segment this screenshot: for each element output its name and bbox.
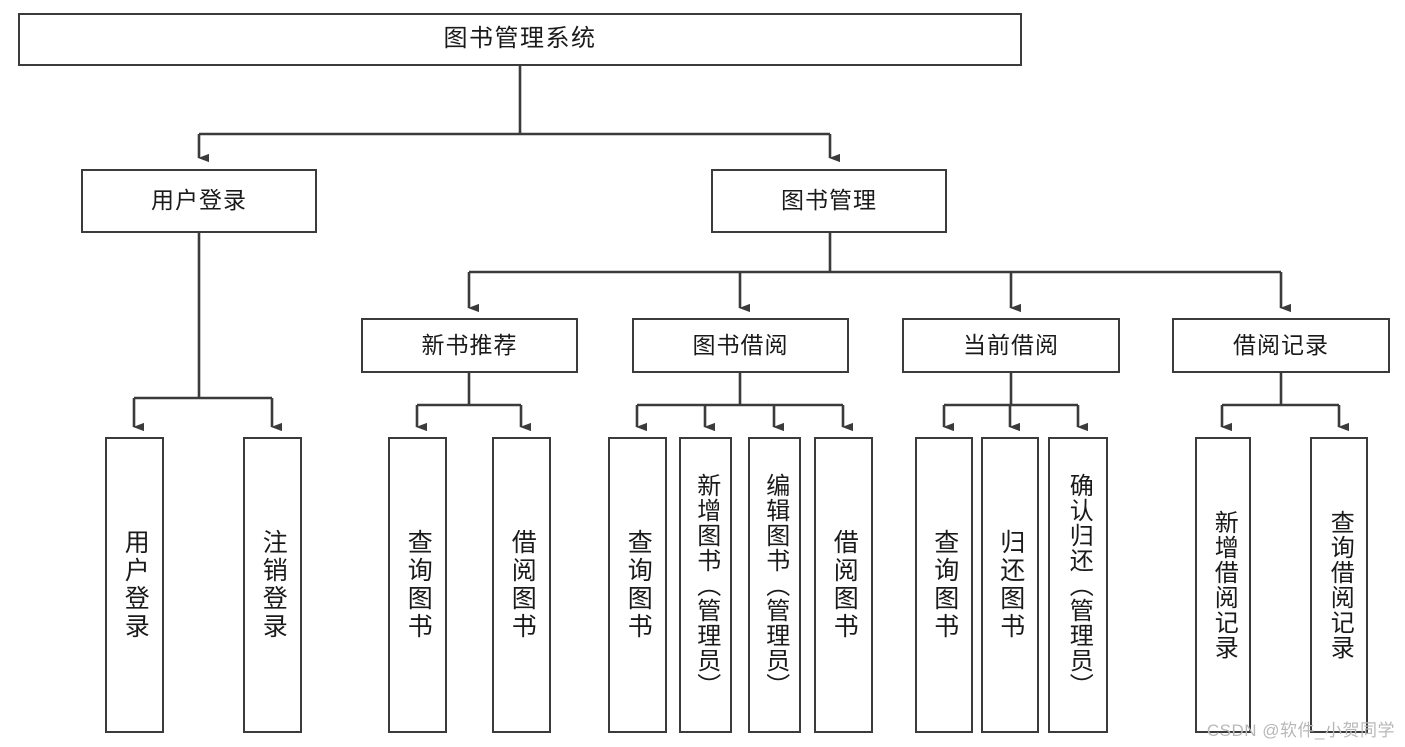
leaf-current-borrow-query[interactable]: 查询图书 <box>915 437 973 733</box>
leaf-current-borrow-confirm-return[interactable]: 确认归还（管理员） <box>1048 437 1108 733</box>
node-borrow-record[interactable]: 借阅记录 <box>1172 318 1390 373</box>
leaf-current-borrow-return[interactable]: 归还图书 <box>981 437 1039 733</box>
node-label: 注销登录 <box>259 529 288 641</box>
leaf-user-login-signin[interactable]: 用户登录 <box>105 437 164 733</box>
node-current-borrow[interactable]: 当前借阅 <box>902 318 1120 373</box>
leaf-new-book-query[interactable]: 查询图书 <box>388 437 447 733</box>
leaf-book-borrow-edit[interactable]: 编辑图书（管理员） <box>748 437 801 733</box>
node-label: 借阅图书 <box>508 529 537 641</box>
leaf-borrow-record-query[interactable]: 查询借阅记录 <box>1310 437 1368 733</box>
node-label: 借阅图书 <box>830 529 859 641</box>
node-label: 查询图书 <box>930 529 959 641</box>
node-label: 归还图书 <box>996 529 1025 641</box>
leaf-new-book-borrow[interactable]: 借阅图书 <box>492 437 551 733</box>
node-label: 用户登录 <box>121 529 150 641</box>
node-label: 查询借阅记录 <box>1326 510 1354 660</box>
leaf-book-borrow-add[interactable]: 新增图书（管理员） <box>679 437 732 733</box>
node-label: 确认归还（管理员） <box>1065 472 1093 698</box>
leaf-book-borrow-lend[interactable]: 借阅图书 <box>814 437 873 733</box>
csdn-watermark: CSDN @软件_小贺同学 <box>1206 721 1395 740</box>
node-book-management[interactable]: 图书管理 <box>711 169 947 233</box>
node-label: 编辑图书（管理员） <box>761 472 789 698</box>
leaf-borrow-record-add[interactable]: 新增借阅记录 <box>1195 437 1251 733</box>
node-label: 图书管理 <box>781 187 877 214</box>
node-label: 新增图书（管理员） <box>692 472 720 698</box>
leaf-user-login-signout[interactable]: 注销登录 <box>243 437 302 733</box>
node-root-system[interactable]: 图书管理系统 <box>18 13 1022 66</box>
node-label: 新书推荐 <box>421 331 518 358</box>
node-user-login[interactable]: 用户登录 <box>81 169 317 233</box>
node-label: 用户登录 <box>151 187 247 214</box>
node-book-borrow[interactable]: 图书借阅 <box>632 318 849 373</box>
node-label: 新增借阅记录 <box>1210 510 1238 660</box>
node-label: 查询图书 <box>624 529 653 641</box>
node-label: 图书管理系统 <box>443 25 597 53</box>
node-label: 图书借阅 <box>692 331 789 358</box>
node-label: 查询图书 <box>404 529 433 641</box>
leaf-book-borrow-query[interactable]: 查询图书 <box>608 437 667 733</box>
node-label: 当前借阅 <box>963 331 1059 358</box>
node-new-book-recommend[interactable]: 新书推荐 <box>361 318 578 373</box>
node-label: 借阅记录 <box>1233 331 1329 358</box>
